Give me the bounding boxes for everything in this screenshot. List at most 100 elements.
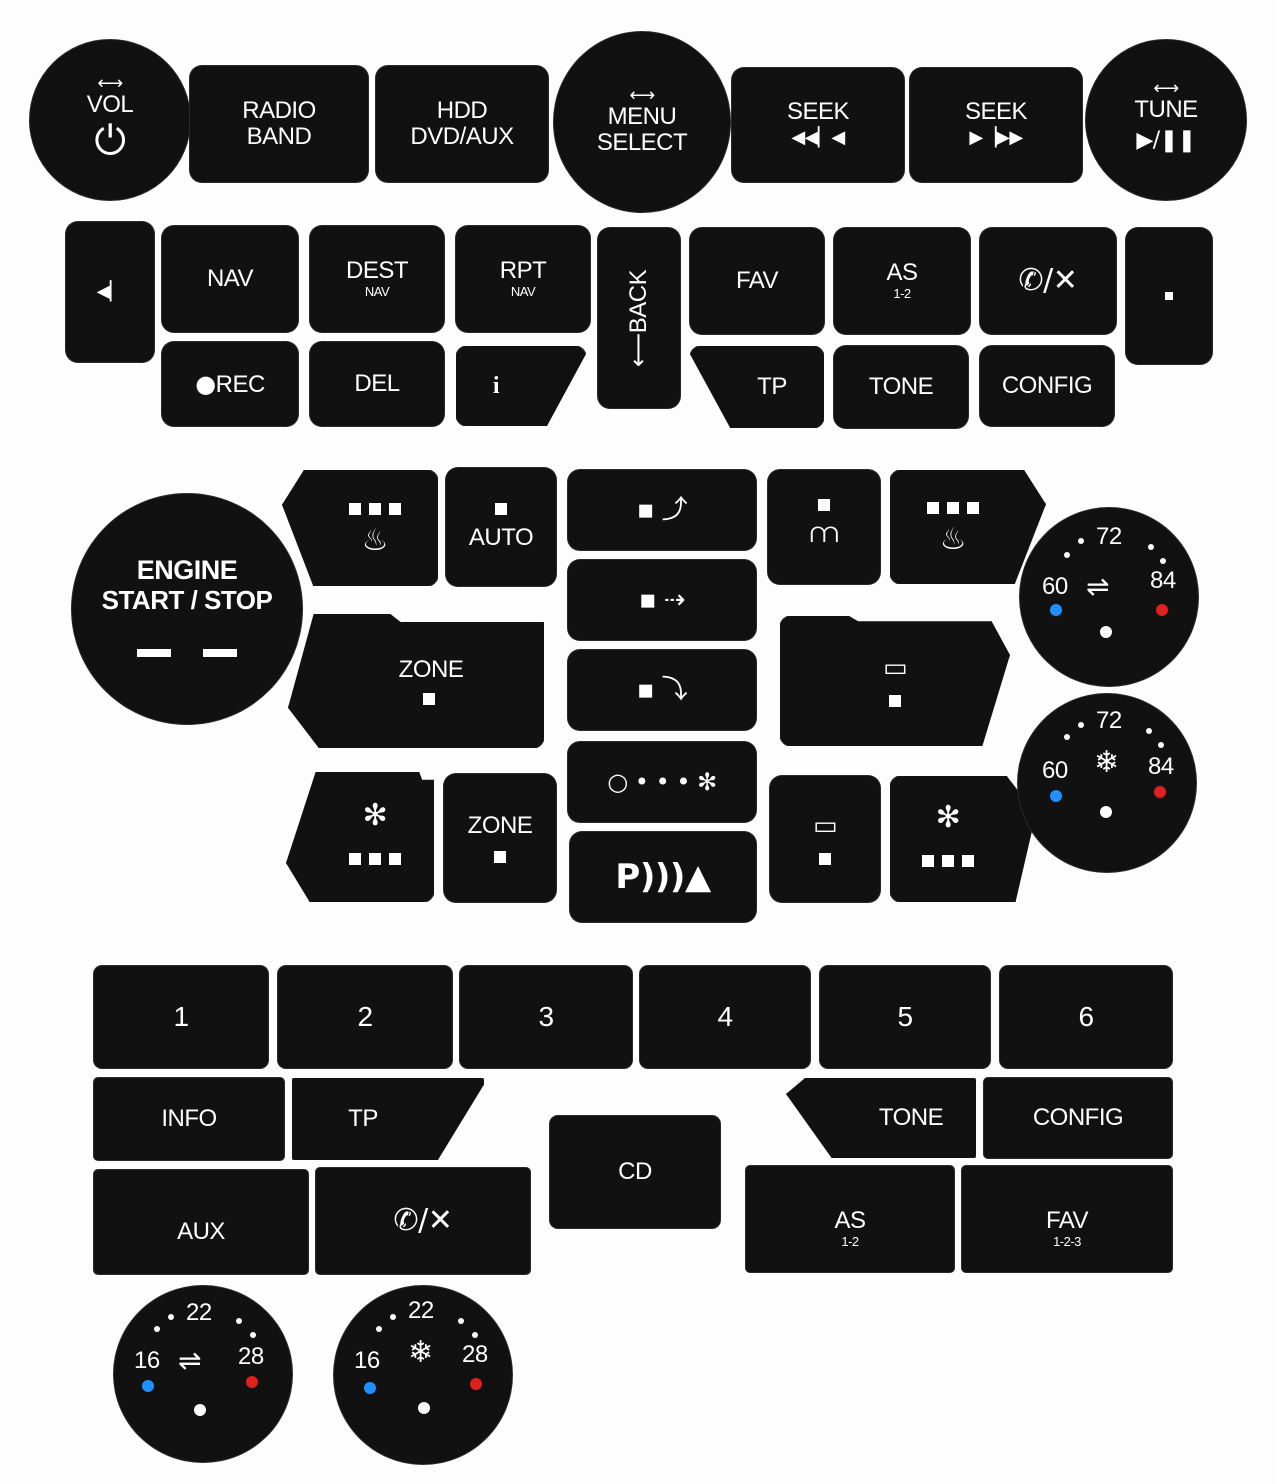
ventilated-seat-left-button[interactable]: ✻ (286, 772, 434, 902)
level-dots (918, 847, 978, 873)
as-lower-button[interactable]: AS 1-2 (746, 1166, 954, 1272)
left-button[interactable]: ◀▏ (66, 222, 154, 362)
cold-indicator (364, 1382, 376, 1394)
rear-defrost-big-button[interactable]: ▭ (780, 616, 1010, 746)
zone-big-button[interactable]: ZONE (288, 614, 544, 748)
dial-right-value: 84 (1148, 753, 1174, 780)
tune-button[interactable]: ⟷ TUNE ▶/❚❚ (1086, 40, 1246, 200)
tone-lower-button[interactable]: TONE (786, 1078, 976, 1158)
tick (1158, 742, 1164, 748)
arrows-icon: ⟷ (1153, 78, 1179, 99)
temp-dial-ac[interactable]: 72 60 84 ❄ (1018, 694, 1196, 872)
rear-defrost-icon: ▭ (882, 653, 908, 683)
phone-mute-lower-button[interactable]: ✆/✕ (316, 1168, 530, 1274)
rewind-icon: ◀◀▏◀ (791, 127, 845, 148)
seek-forward-button[interactable]: SEEK ▶▕▶▶ (910, 68, 1082, 182)
preset-5-button[interactable]: 5 (820, 966, 990, 1068)
dvd-aux-label: DVD/AUX (410, 123, 514, 150)
rec-label: ●REC (195, 371, 265, 398)
center-indicator (1100, 626, 1112, 638)
level-dot (922, 855, 934, 867)
preset-4-button[interactable]: 4 (640, 966, 810, 1068)
tone-button[interactable]: TONE (834, 346, 968, 428)
preset-label: 1 (173, 1001, 189, 1032)
as-sub-label: 1-2 (893, 286, 911, 301)
fav-lower-button[interactable]: FAV 1-2-3 (962, 1166, 1172, 1272)
level-dot (947, 502, 959, 514)
tp-lower-button[interactable]: TP (292, 1078, 484, 1160)
dial-top-value: 22 (408, 1297, 434, 1324)
front-defrost-icon: ⩋ (810, 516, 838, 549)
fav-sub-label: 1-2-3 (1053, 1234, 1081, 1249)
celsius-dial-ac[interactable]: 22 16 28 ❄ (334, 1286, 512, 1464)
as-button[interactable]: AS 1-2 (834, 228, 970, 334)
rec-button[interactable]: ●REC (162, 342, 298, 426)
vol-label: VOL (86, 91, 134, 118)
temp-dial-recirc[interactable]: 72 60 84 ⇌ (1020, 508, 1198, 686)
hdd-label: HDD (436, 97, 488, 124)
dest-button[interactable]: DEST NAV (310, 226, 444, 332)
tick (472, 1332, 478, 1338)
vent-down-button[interactable]: ▪ ⤵ (568, 650, 756, 730)
dial-left-value: 60 (1042, 573, 1068, 600)
tp-button[interactable]: TP (690, 346, 824, 428)
seek-back-button[interactable]: SEEK ◀◀▏◀ (732, 68, 904, 182)
indicator-bar (203, 649, 237, 657)
vol-power-button[interactable]: ⟷ VOL ⏻ (30, 40, 190, 200)
preset-3-button[interactable]: 3 (460, 966, 632, 1068)
level-dots (345, 845, 405, 871)
vent-up-button[interactable]: ▪ ⤴ (568, 470, 756, 550)
heated-seat-left-button[interactable]: ♨ (282, 470, 438, 586)
indicator-dot (423, 693, 435, 705)
vent-mid-button[interactable]: ▪ ⇢ (568, 560, 756, 640)
nav-button[interactable]: NAV (162, 226, 298, 332)
menu-select-button[interactable]: ⟷ MENU SELECT (554, 32, 730, 212)
rec-text: REC (215, 370, 266, 398)
tick (1064, 552, 1070, 558)
level-dot (389, 853, 401, 865)
preset-2-button[interactable]: 2 (278, 966, 452, 1068)
phone-mute-icon: ✆/✕ (1018, 263, 1078, 298)
snowflake-icon: ❄ (1094, 745, 1119, 780)
tick (1064, 734, 1070, 740)
fav-button[interactable]: FAV (690, 228, 824, 334)
tick (250, 1332, 256, 1338)
level-dots (923, 494, 983, 520)
indicator-dot (818, 499, 830, 511)
back-button[interactable]: ⟵BACK (598, 228, 680, 408)
ventilated-seat-right-button[interactable]: ✻ (890, 776, 1036, 902)
as-label: AS (834, 1207, 866, 1234)
fan-speed-button[interactable]: ○ • • • ✻ (568, 742, 756, 822)
back-text: BACK (625, 269, 653, 333)
preset-6-button[interactable]: 6 (1000, 966, 1172, 1068)
start-stop-label: START / STOP (101, 585, 273, 615)
hdd-button[interactable]: HDD DVD/AUX (376, 66, 548, 182)
hot-indicator (1154, 786, 1166, 798)
radio-band-button[interactable]: RADIO BAND (190, 66, 368, 182)
right-button[interactable] (1126, 228, 1212, 364)
del-button[interactable]: DEL (310, 342, 444, 426)
phone-mute-button[interactable]: ✆/✕ (980, 228, 1116, 334)
config-button[interactable]: CONFIG (980, 346, 1114, 426)
preset-label: 3 (538, 1001, 554, 1032)
dest-label: DEST (345, 257, 409, 284)
play-pause-icon: ▶/❚❚ (1136, 128, 1196, 153)
engine-start-stop-button[interactable]: ENGINE START / STOP (72, 494, 302, 724)
celsius-dial-recirc[interactable]: 22 16 28 ⇌ (114, 1286, 292, 1462)
preset-1-button[interactable]: 1 (94, 966, 268, 1068)
indicator-dot (494, 851, 506, 863)
rear-defrost-small-button[interactable]: ▭ (770, 776, 880, 902)
cd-button[interactable]: CD (550, 1116, 720, 1228)
aux-button[interactable]: AUX (94, 1170, 308, 1274)
front-defrost-button[interactable]: ⩋ (768, 470, 880, 584)
config-lower-button[interactable]: CONFIG (984, 1078, 1172, 1158)
info-button[interactable]: i (456, 346, 586, 426)
indicator-bars (121, 637, 253, 663)
auto-button[interactable]: AUTO (446, 468, 556, 586)
as-label: AS (886, 259, 918, 286)
rpt-button[interactable]: RPT NAV (456, 226, 590, 332)
zone-small-button[interactable]: ZONE (444, 774, 556, 902)
info-text-button[interactable]: INFO (94, 1078, 284, 1160)
park-assist-button[interactable]: P)))▲ (570, 832, 756, 922)
heated-seat-right-button[interactable]: ♨ (890, 470, 1046, 584)
